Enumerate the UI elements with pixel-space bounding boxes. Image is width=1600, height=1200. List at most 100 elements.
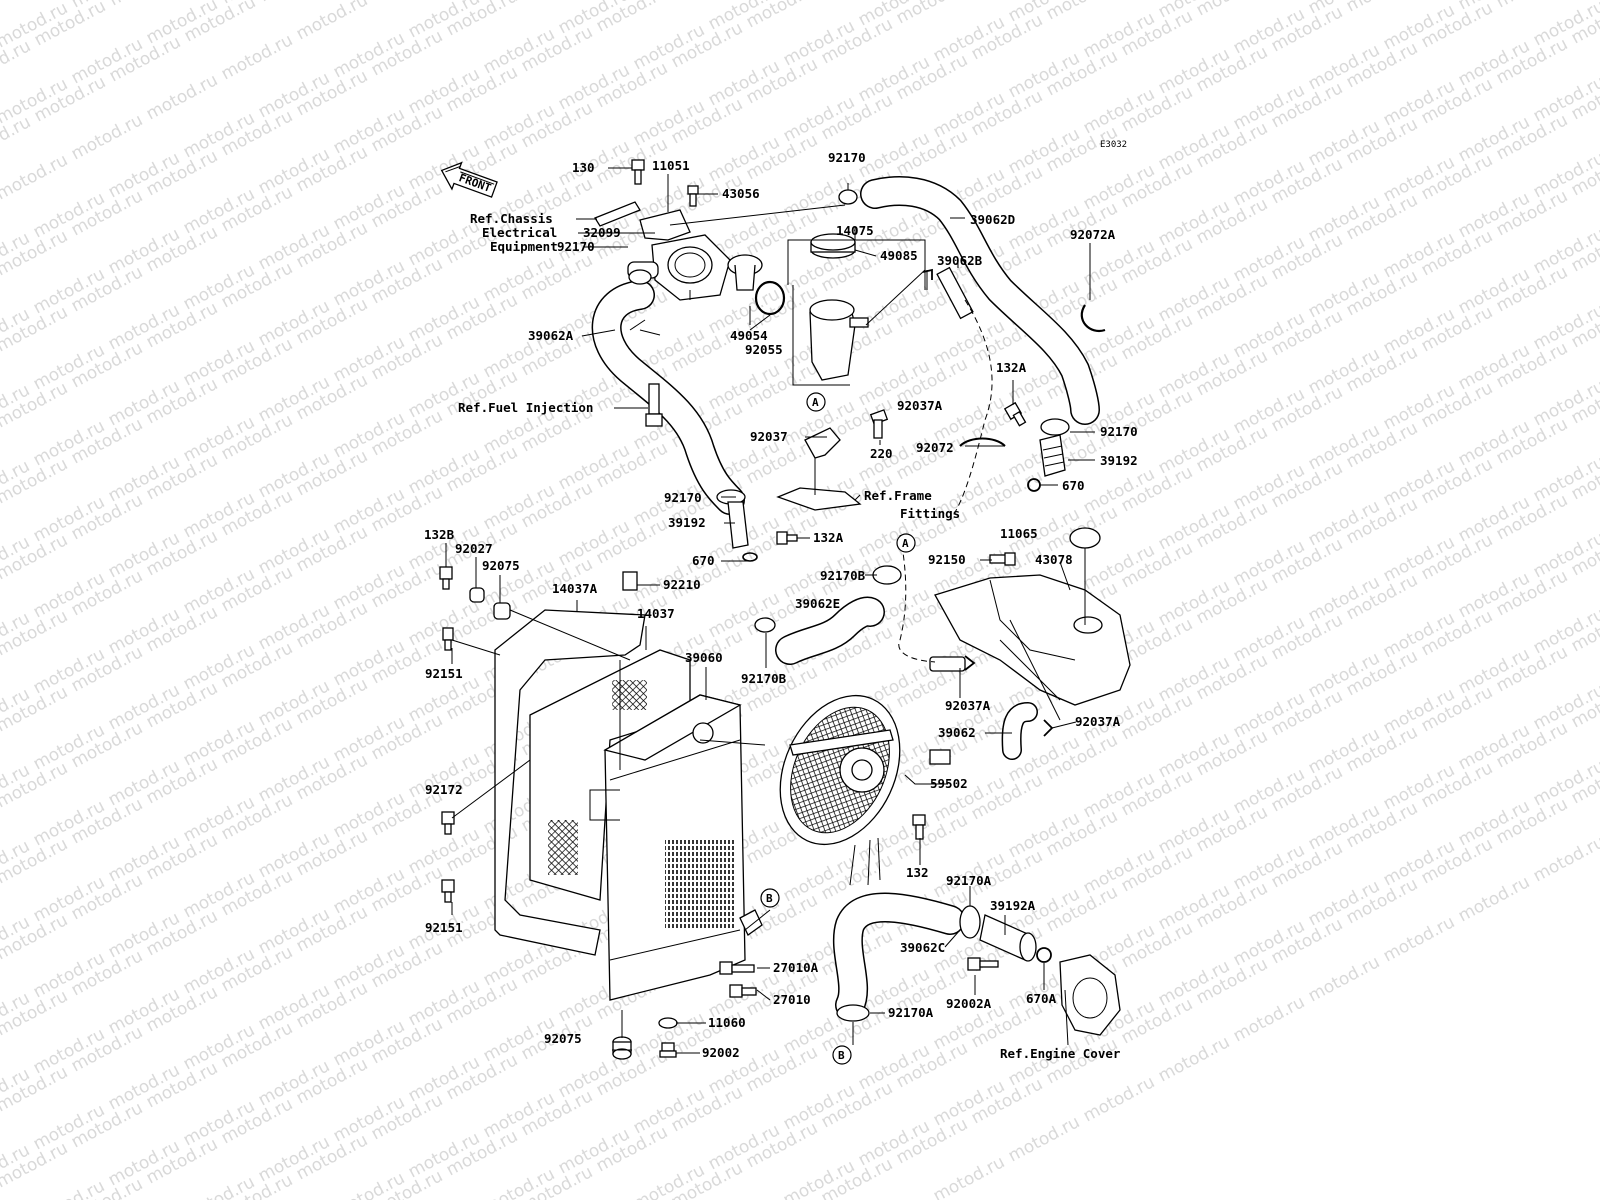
sensor-27010 xyxy=(729,984,757,998)
joint-92037A-mid xyxy=(922,268,933,280)
hose-stub-reservoir xyxy=(929,656,966,672)
label-132B: 132B xyxy=(424,527,455,542)
grommet-92027 xyxy=(469,587,485,603)
joint-92037A-r1 xyxy=(964,655,976,671)
label-92037A-r1: 92037A xyxy=(945,698,991,713)
marker-a-upper-label: A xyxy=(812,396,819,409)
radiator-cap-49085 xyxy=(810,233,856,259)
label-49054: 49054 xyxy=(730,328,768,343)
sensor-27010A xyxy=(719,961,755,975)
label-92172: 92172 xyxy=(425,782,463,797)
label-92151-low: 92151 xyxy=(425,920,463,935)
bolt-130 xyxy=(631,159,645,185)
watermark-text: motod.ru xyxy=(368,0,446,4)
label-92150: 92150 xyxy=(928,552,966,567)
reservoir-tank-43078 xyxy=(934,574,1131,721)
label-92075-low: 92075 xyxy=(544,1031,582,1046)
watermark-text: motod.ru xyxy=(1005,1112,1083,1166)
watermark-text: motod.ru xyxy=(1043,0,1121,24)
grommet-92075-low xyxy=(612,1036,632,1060)
ref-frame-line2: Fittings xyxy=(900,506,960,521)
hose-39062B xyxy=(936,266,974,320)
label-11060: 11060 xyxy=(708,1015,746,1030)
label-14037A: 14037A xyxy=(552,581,598,596)
bolt-220 xyxy=(869,409,889,439)
label-92170-right: 92170 xyxy=(1100,424,1138,439)
label-27010A: 27010A xyxy=(773,960,819,975)
watermark-text: motod.ru xyxy=(218,30,296,84)
watermark-text: motod.ru xyxy=(930,1152,1008,1200)
label-92170-tl: 92170 xyxy=(557,239,595,254)
label-92037A-mid: 92037A xyxy=(897,398,943,413)
group-bracket-14075 xyxy=(787,239,926,260)
ref-chassis-line1: Ref.Chassis xyxy=(470,211,553,226)
clamp-92072 xyxy=(959,437,1006,447)
watermark-text: motod.ru xyxy=(1493,0,1571,12)
bolt-132A-right xyxy=(1003,401,1027,427)
o-ring-92055 xyxy=(754,280,786,316)
group-bracket-a xyxy=(792,285,850,386)
joint-92037A-r2 xyxy=(1043,719,1054,737)
bolt-43056 xyxy=(687,185,699,207)
clamp-92170-top xyxy=(838,189,858,205)
label-92055: 92055 xyxy=(745,342,783,357)
label-39062B: 39062B xyxy=(937,253,983,268)
label-92037: 92037 xyxy=(750,429,788,444)
fan-assembly-59502 xyxy=(779,694,951,886)
label-92072A: 92072A xyxy=(1070,227,1116,242)
bolt-92150 xyxy=(989,552,1016,566)
watermark-text: motod.ru xyxy=(1455,872,1533,926)
clamp-92170B-top xyxy=(872,565,902,585)
label-14075: 14075 xyxy=(836,223,874,238)
fitting-39192-right xyxy=(1039,434,1066,477)
watermark-text: motod.ru xyxy=(0,0,34,14)
label-670A: 670A xyxy=(1026,991,1057,1006)
watermark-text: motod.ru xyxy=(1080,1072,1158,1126)
label-92170A-low: 92170A xyxy=(888,1005,934,1020)
sensor-fuel-injection xyxy=(645,383,663,427)
o-ring-670A xyxy=(1036,947,1052,963)
marker-b-radiator-label: B xyxy=(766,892,773,905)
label-49085: 49085 xyxy=(880,248,918,263)
hose-39062E xyxy=(775,596,885,665)
diagram-code: E3032 xyxy=(1100,140,1127,150)
watermark-text: motod.ru xyxy=(1343,0,1421,16)
thermostat-49054 xyxy=(727,254,763,291)
reservoir-cap-11065 xyxy=(1069,527,1101,549)
marker-b-hose-label: B xyxy=(838,1049,845,1062)
label-132A-mid: 132A xyxy=(813,530,844,545)
clamp-92170A-low xyxy=(836,1004,870,1022)
marker-a-upper: A xyxy=(806,392,826,412)
watermark-text: motod.ru xyxy=(1193,0,1271,20)
watermark-text: motod.ru xyxy=(0,150,71,204)
label-92151-top: 92151 xyxy=(425,666,463,681)
label-92027: 92027 xyxy=(455,541,493,556)
ref-engine-cover: Ref.Engine Cover xyxy=(1000,1046,1121,1061)
label-39060: 39060 xyxy=(685,650,723,665)
label-92002A: 92002A xyxy=(946,996,992,1011)
marker-b-radiator: B xyxy=(760,888,780,908)
label-670-right: 670 xyxy=(1062,478,1085,493)
watermark-text: motod.ru xyxy=(68,110,146,164)
watermark-text: motod.ru xyxy=(893,0,971,28)
frame-bracket xyxy=(776,487,862,511)
label-92170A-top: 92170A xyxy=(946,873,992,888)
watermark-text: motod.ru xyxy=(143,70,221,124)
o-ring-670-mid xyxy=(742,552,758,562)
breather-line xyxy=(898,534,936,663)
ref-chassis-line3: Equipment xyxy=(490,239,558,254)
label-92037A-r2: 92037A xyxy=(1075,714,1121,729)
label-14037: 14037 xyxy=(637,606,675,621)
leader-lines xyxy=(445,167,1095,1054)
label-59502: 59502 xyxy=(930,776,968,791)
ref-frame-line1: Ref.Frame xyxy=(864,488,932,503)
radiator-shroud-14037A xyxy=(494,609,646,956)
label-39062D: 39062D xyxy=(970,212,1015,227)
label-11051: 11051 xyxy=(652,158,690,173)
bracket-strip xyxy=(594,201,641,227)
label-39062A: 39062A xyxy=(528,328,574,343)
bolt-92002A xyxy=(967,957,999,971)
bolt-92172 xyxy=(441,811,455,835)
marker-a-lower: A xyxy=(896,533,916,553)
marker-b-hose: B xyxy=(832,1045,852,1065)
